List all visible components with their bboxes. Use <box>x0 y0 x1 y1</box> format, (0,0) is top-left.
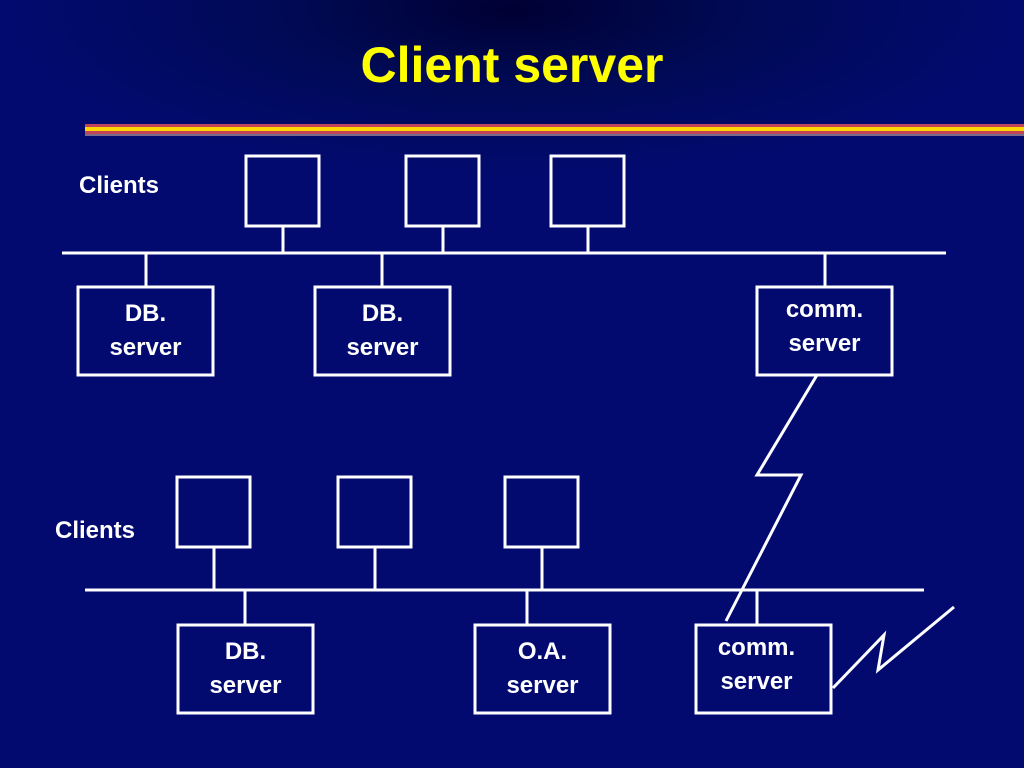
bottom-server-3-text: comm. server <box>689 625 824 713</box>
top-server-1-text: DB. server <box>78 287 213 375</box>
top-server-3-line2: server <box>788 330 861 357</box>
top-client-terminal-3 <box>549 154 626 228</box>
top-clients-label: Clients <box>79 172 160 199</box>
top-client-terminal-2 <box>404 154 481 228</box>
outgoing-wan-link <box>831 605 955 690</box>
bottom-client-terminal-1 <box>175 475 252 549</box>
bottom-client-terminal-3 <box>503 475 580 549</box>
bottom-server-box-3 <box>694 623 833 715</box>
bottom-server-3-line2: server <box>720 668 793 695</box>
top-server-box-2 <box>313 285 452 377</box>
top-server-3-text: comm. server <box>757 287 892 375</box>
top-server-box-3 <box>755 285 894 377</box>
bottom-server-1-line1: DB. <box>224 638 267 665</box>
bottom-server-box-1 <box>176 623 315 715</box>
bottom-clients-label: Clients <box>55 517 136 544</box>
bottom-server-2-text: O.A. server <box>475 625 610 713</box>
wan-link <box>724 374 819 622</box>
bottom-server-1-text: DB. server <box>178 625 313 713</box>
bottom-server-3-line1: comm. <box>717 634 796 661</box>
top-server-2-line1: DB. <box>361 300 404 327</box>
top-server-2-line2: server <box>346 334 419 361</box>
top-client-terminal-1 <box>244 154 321 228</box>
top-server-box-1 <box>76 285 215 377</box>
top-server-3-line1: comm. <box>785 296 864 323</box>
bottom-server-2-line1: O.A. <box>517 638 568 665</box>
title-divider <box>85 124 1024 136</box>
top-server-2-text: DB. server <box>315 287 450 375</box>
bottom-server-box-2 <box>473 623 612 715</box>
bottom-server-1-line2: server <box>209 672 282 699</box>
slide-title: Client server <box>360 37 664 93</box>
top-server-1-line1: DB. <box>124 300 167 327</box>
bottom-client-terminal-2 <box>336 475 413 549</box>
bottom-server-2-line2: server <box>506 672 579 699</box>
top-server-1-line2: server <box>109 334 182 361</box>
